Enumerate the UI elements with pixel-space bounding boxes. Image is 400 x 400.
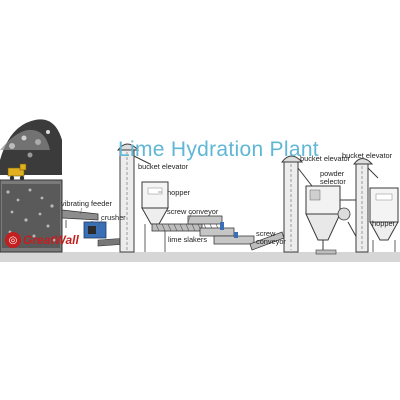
label-lime-slakers: lime slakers xyxy=(168,235,208,244)
powder-selector xyxy=(305,185,359,255)
dump-truck-icon xyxy=(7,163,27,181)
label-hopper-1: hopper xyxy=(167,188,191,197)
label-screw-conveyor-2-line2: conveyor xyxy=(256,237,286,246)
screw-conveyor-1 xyxy=(151,223,226,232)
quarry-rock-pile xyxy=(0,119,62,175)
label-leaders xyxy=(79,191,193,227)
brand-logo-icon: ◎ xyxy=(5,232,21,248)
label-screw-conveyor-1: screw conveyor xyxy=(167,207,219,216)
hopper-1 xyxy=(141,181,169,252)
label-screw-conveyor-2-line1: screw xyxy=(256,229,276,238)
bucket-elevator-3 xyxy=(353,158,379,253)
label-powder-selector-line2: selector xyxy=(320,177,346,186)
brand-logo: ◎ GreatWall xyxy=(5,232,79,248)
label-vibrating-feeder: vibrating feeder xyxy=(61,199,112,208)
diagram-title: Lime Hydration Plant xyxy=(118,138,319,161)
raw-material-bunker xyxy=(0,179,63,253)
label-bucket-elevator-1: bucket elevator xyxy=(138,162,189,171)
label-bucket-elevator-2: bucket elevator xyxy=(300,154,351,163)
label-bucket-elevator-3: bucket elevator xyxy=(342,151,393,160)
label-hopper-2: hopper xyxy=(372,219,396,228)
hopper-2 xyxy=(369,187,399,252)
brand-name: GreatWall xyxy=(23,233,79,247)
lime-slakers xyxy=(187,215,255,245)
label-powder-selector-line1: powder xyxy=(320,169,345,178)
label-crusher: crusher xyxy=(101,213,126,222)
bucket-elevator-2 xyxy=(280,155,313,253)
ground-strip xyxy=(0,252,400,262)
bucket-elevator-1 xyxy=(116,143,151,253)
